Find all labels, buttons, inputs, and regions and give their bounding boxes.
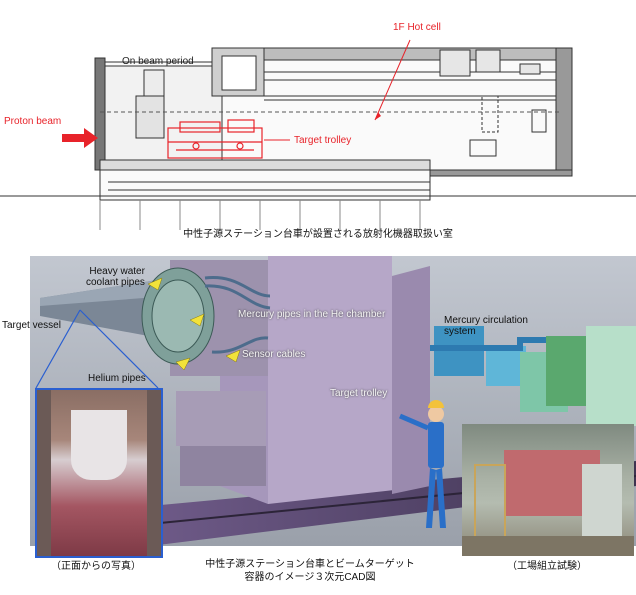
hot-cell-label: 1F Hot cell <box>393 22 441 33</box>
building-section-drawing <box>0 39 636 230</box>
mercury-pipes-label: Mercury pipes in the He chamber <box>238 309 386 320</box>
sensor-cables-label: Sensor cables <box>242 349 306 360</box>
mercury-circulation-label-line2: system <box>444 326 476 337</box>
proton-beam-label: Proton beam <box>4 116 62 127</box>
heavy-water-label: Heavy water coolant pipes <box>86 266 145 288</box>
assembly-caption: （工場組立試験） <box>507 561 587 572</box>
front-view-photo <box>35 388 163 558</box>
assembly-test-photo <box>462 424 634 556</box>
heavy-water-label-line1: Heavy water <box>89 266 145 277</box>
heavy-water-label-line2: coolant pipes <box>86 277 145 288</box>
cad-target-trolley-label: Target trolley <box>330 388 388 399</box>
mercury-circulation-label-line1: Mercury circulation <box>444 315 528 326</box>
front-photo-caption: （正面からの写真） <box>51 561 141 572</box>
cad-caption: 中性子源ステーション台車とビームターゲット 容器のイメージ３次元CAD図 <box>180 558 440 584</box>
helium-pipes-label: Helium pipes <box>88 373 146 384</box>
target-vessel-label: Target vessel <box>2 320 61 331</box>
top-target-trolley-label: Target trolley <box>294 135 352 146</box>
on-beam-period-label: On beam period <box>122 56 194 67</box>
mercury-circulation-label: Mercury circulation system <box>444 315 528 337</box>
top-diagram-caption: 中性子源ステーション台車が設置される放射化機器取扱い室 <box>183 229 453 240</box>
cad-caption-line1: 中性子源ステーション台車とビームターゲット <box>205 559 415 570</box>
cad-caption-line2: 容器のイメージ３次元CAD図 <box>244 572 376 583</box>
